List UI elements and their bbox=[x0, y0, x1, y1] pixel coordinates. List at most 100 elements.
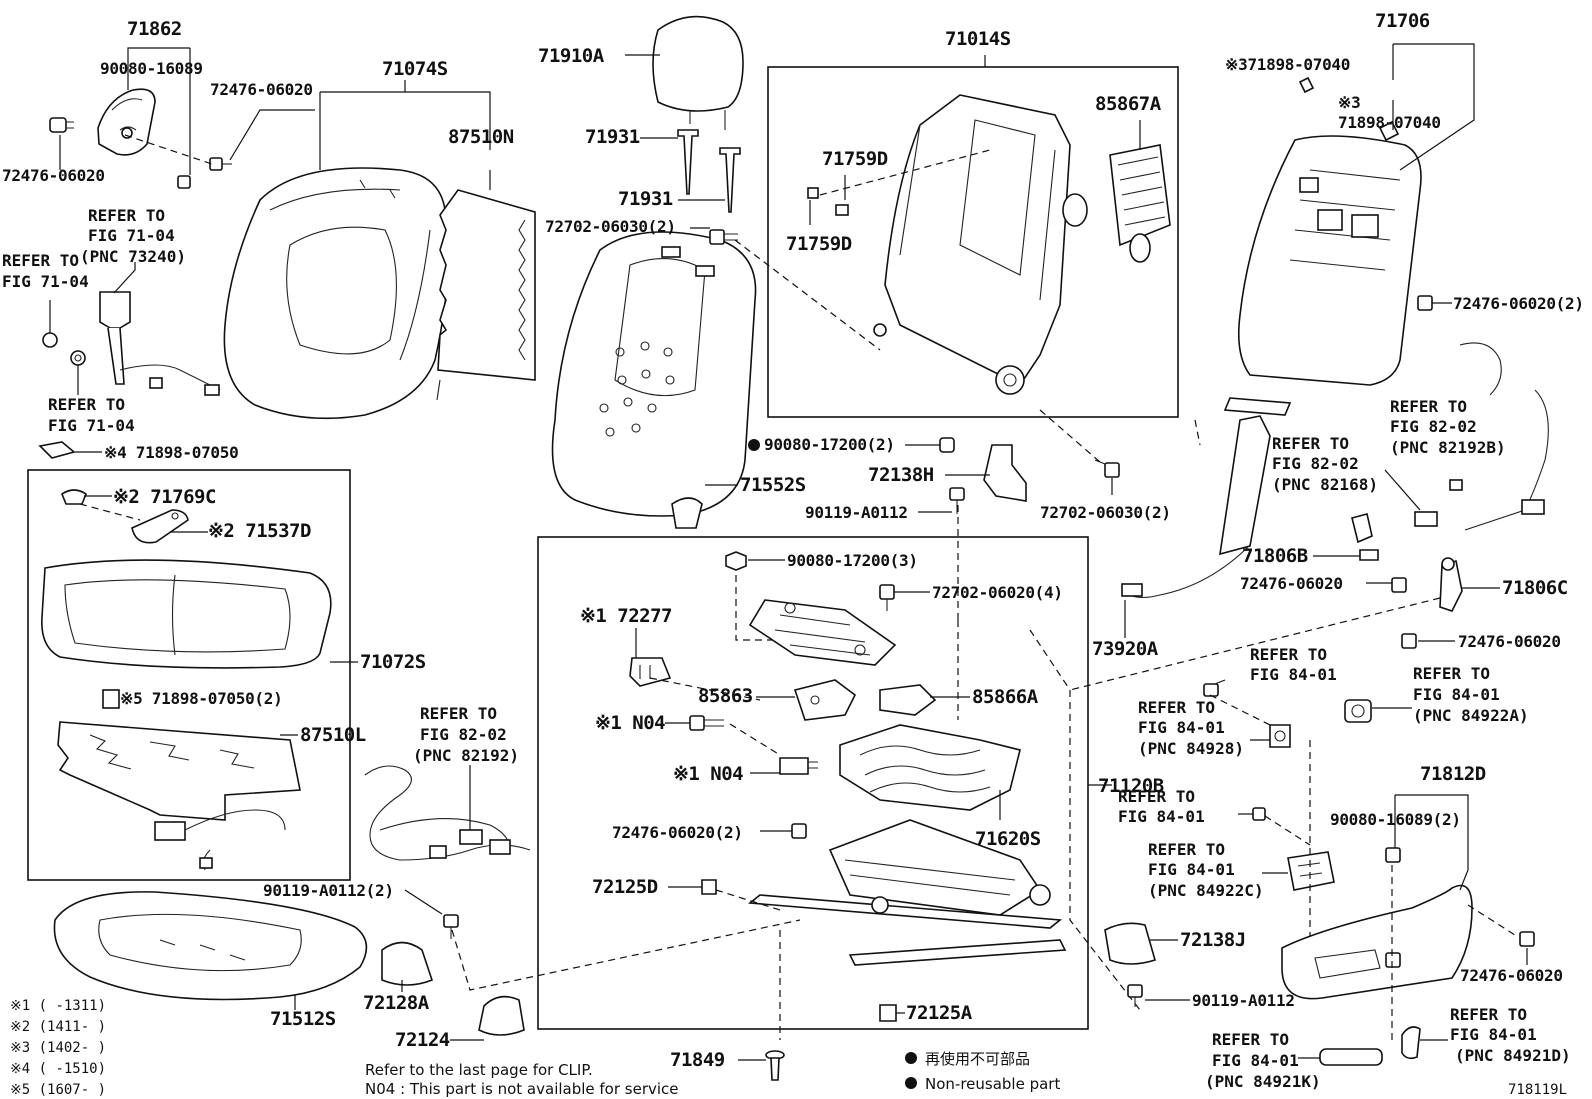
nut-90080-17200-3 bbox=[725, 551, 747, 571]
svg-text:※3 (1402- ): ※3 (1402- ) bbox=[10, 1040, 106, 1056]
bolt-72702-06030-upper bbox=[709, 229, 738, 245]
seat-cushion-box bbox=[27, 469, 351, 881]
label-85867A: 85867A bbox=[1095, 93, 1162, 115]
upper-frame-assembly bbox=[748, 599, 897, 666]
label-71537D: ※2 71537D bbox=[208, 520, 311, 542]
non-reusable-legend: 再使用不可部品 Non-reusable part bbox=[905, 1050, 1060, 1093]
label-71769C: ※2 71769C bbox=[113, 486, 216, 508]
bolt-72476-06020-2-mid bbox=[791, 823, 807, 839]
svg-text:(PNC 84922C): (PNC 84922C) bbox=[1148, 881, 1264, 900]
label-90080-16089-2: 90080-16089(2) bbox=[1330, 810, 1461, 829]
label-90119-A0112-2: 90119-A0112(2) bbox=[263, 881, 394, 900]
svg-text:REFER TO: REFER TO bbox=[1390, 397, 1467, 416]
headrest-71910A bbox=[652, 15, 744, 130]
label-71072S: 71072S bbox=[360, 651, 426, 673]
side-airbag-73920A bbox=[1121, 415, 1271, 599]
headrest-bracket-assembly bbox=[49, 88, 232, 189]
figure-id: 718119L bbox=[1508, 1082, 1567, 1098]
seat-spring-71620S bbox=[839, 724, 1021, 811]
svg-text:REFER TO: REFER TO bbox=[1138, 698, 1215, 717]
label-73920A: 73920A bbox=[1092, 638, 1159, 660]
svg-text:FIG 71-04: FIG 71-04 bbox=[2, 272, 89, 291]
motor-85866A bbox=[879, 684, 937, 716]
svg-text:※5 (1607- ): ※5 (1607- ) bbox=[10, 1082, 106, 1098]
svg-text:(PNC 84922A): (PNC 84922A) bbox=[1413, 706, 1529, 725]
svg-text:REFER TO: REFER TO bbox=[1450, 1005, 1527, 1024]
ref-fig8202-82192B: REFER TO FIG 82-02 (PNC 82192B) bbox=[1390, 397, 1506, 457]
seatback-board-71706 bbox=[1223, 76, 1422, 416]
bolt-90119-A0112-2 bbox=[443, 914, 459, 939]
label-90080-17200-3: 90080-17200(3) bbox=[787, 551, 918, 570]
bolt-71849 bbox=[765, 1050, 785, 1081]
label-72125A: 72125A bbox=[906, 1002, 973, 1024]
label-71931-a: 71931 bbox=[585, 126, 640, 148]
label-72138H: 72138H bbox=[868, 464, 934, 486]
svg-text:FIG 82-02: FIG 82-02 bbox=[1390, 417, 1477, 436]
svg-text:REFER TO: REFER TO bbox=[1212, 1030, 1289, 1049]
bracket-71806C bbox=[1401, 557, 1463, 649]
svg-text:FIG 84-01: FIG 84-01 bbox=[1413, 685, 1500, 704]
bolt-90119-A0112-b bbox=[1127, 984, 1143, 1007]
label-72277: ※1 72277 bbox=[580, 605, 672, 627]
switch-84922A bbox=[1344, 699, 1372, 723]
bolt-72702-06020-4 bbox=[879, 584, 895, 611]
ref-fig8401-b: REFER TO FIG 84-01 bbox=[1118, 787, 1205, 826]
bolt-72476-06020-2-right bbox=[1417, 295, 1433, 311]
pad-71537D bbox=[131, 509, 189, 544]
switch-84922C bbox=[1287, 851, 1335, 891]
ref-fig8401-84921K: REFER TO FIG 84-01 (PNC 84921K) bbox=[1205, 1030, 1321, 1091]
cover-72138J bbox=[1104, 922, 1156, 965]
svg-text:FIG 84-01: FIG 84-01 bbox=[1148, 860, 1235, 879]
label-71552S: 71552S bbox=[740, 474, 806, 496]
cover-72128A bbox=[381, 941, 433, 986]
svg-text:(PNC 84921D): (PNC 84921D) bbox=[1455, 1046, 1571, 1065]
seat-cushion-cover-71072S bbox=[41, 559, 332, 669]
seatback-pad-71552S bbox=[551, 231, 757, 529]
label-90119-A0112: 90119-A0112 bbox=[805, 503, 908, 522]
label-87510N: 87510N bbox=[448, 126, 514, 148]
svg-text:(PNC 82192): (PNC 82192) bbox=[413, 746, 519, 765]
cushion-heater-87510L bbox=[57, 721, 301, 871]
label-71074S: 71074S bbox=[382, 58, 448, 80]
wire-harness-82192 bbox=[364, 765, 531, 861]
footnotes: ※1 ( -1311) ※2 (1411- ) ※3 (1402- ) ※4 (… bbox=[10, 998, 106, 1098]
nut-90080-17200-2 bbox=[748, 437, 955, 453]
clip-71769C bbox=[61, 489, 87, 505]
clips-71759D bbox=[807, 187, 849, 216]
sensor-N04-b bbox=[779, 757, 818, 775]
svg-text:FIG 84-01: FIG 84-01 bbox=[1450, 1025, 1537, 1044]
label-71898-07040-a: ※371898-07040 bbox=[1225, 55, 1350, 74]
seat-adjuster-box bbox=[537, 536, 1089, 1030]
label-72125D: 72125D bbox=[592, 876, 658, 898]
label-72702-06030-2b: 72702-06030(2) bbox=[1040, 503, 1171, 522]
seat-cushion-pad-71512S bbox=[53, 891, 368, 1001]
knob-84921D bbox=[1401, 1026, 1421, 1060]
label-71512S: 71512S bbox=[270, 1008, 336, 1030]
label-72702-06020-4: 72702-06020(4) bbox=[932, 583, 1063, 602]
label-71620S: 71620S bbox=[975, 828, 1041, 850]
seat-adjuster-rails bbox=[747, 819, 1067, 966]
label-71898-07040-b: 71898-07040 bbox=[1338, 113, 1441, 132]
seatback-cover-71074S bbox=[223, 167, 450, 420]
label-72476-06020-left: 72476-06020 bbox=[2, 166, 105, 185]
label-72476-06020-2-right: 72476-06020(2) bbox=[1453, 294, 1584, 313]
cover-72138H bbox=[983, 444, 1027, 502]
svg-text:(PNC 84921K): (PNC 84921K) bbox=[1205, 1072, 1321, 1091]
cover-72124 bbox=[478, 995, 525, 1036]
ref-fig8202-82192: REFER TO FIG 82-02 (PNC 82192) bbox=[413, 704, 519, 765]
label-71910A: 71910A bbox=[538, 45, 605, 67]
label-72476-06020-2-mid: 72476-06020(2) bbox=[612, 823, 743, 842]
label-71120B: 71120B bbox=[1098, 775, 1164, 797]
svg-text:FIG 82-02: FIG 82-02 bbox=[1272, 454, 1359, 473]
knob-84921K bbox=[1319, 1048, 1383, 1066]
svg-text:再使用不可部品: 再使用不可部品 bbox=[925, 1050, 1030, 1068]
svg-text:REFER TO: REFER TO bbox=[1118, 787, 1195, 806]
label-71014S: 71014S bbox=[945, 28, 1011, 50]
svg-text:REFER TO: REFER TO bbox=[420, 704, 497, 723]
svg-text:FIG 84-01: FIG 84-01 bbox=[1138, 718, 1225, 737]
label-72476-06020-r3: 72476-06020 bbox=[1458, 632, 1561, 651]
lumbar-support-85867A bbox=[1062, 144, 1171, 263]
ref-fig7104-left: REFER TO FIG 71-04 bbox=[2, 251, 89, 291]
label-71931-b: 71931 bbox=[618, 188, 673, 210]
screw-84-01-b bbox=[1252, 807, 1266, 821]
